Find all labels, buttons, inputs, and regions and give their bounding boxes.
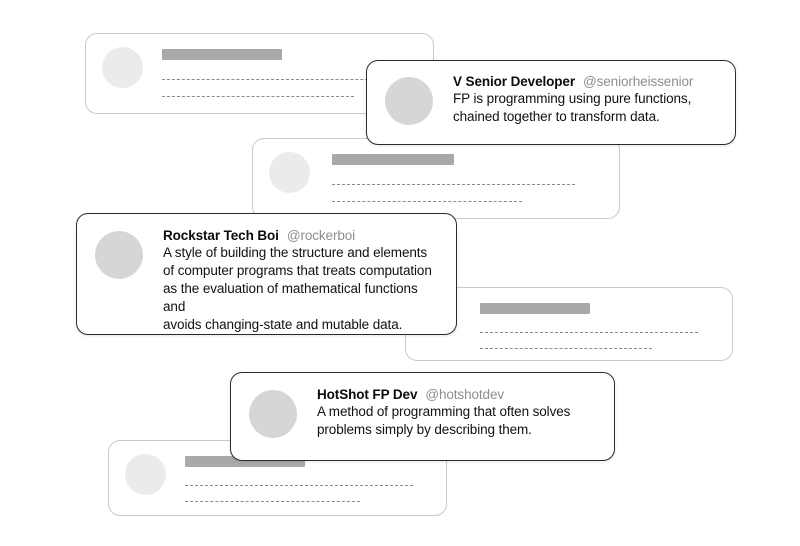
display-name: V Senior Developer (453, 74, 575, 89)
tweet-header: V Senior Developer @seniorheissenior (453, 74, 717, 89)
text-placeholder-line-1 (332, 184, 575, 185)
tweet-text: A style of building the structure and el… (163, 245, 432, 332)
tweet-body: V Senior Developer @seniorheissenior FP … (453, 74, 717, 126)
display-name: Rockstar Tech Boi (163, 228, 279, 243)
avatar (125, 454, 166, 495)
user-handle[interactable]: @seniorheissenior (583, 74, 694, 89)
avatar (249, 390, 297, 438)
name-placeholder-bar (162, 49, 282, 60)
user-handle[interactable]: @rockerboi (286, 228, 356, 243)
user-handle[interactable]: @hotshotdev (425, 387, 505, 402)
display-name: HotShot FP Dev (317, 387, 418, 402)
placeholder-card-mid-upper[interactable] (252, 138, 620, 219)
text-placeholder-line-2 (332, 201, 522, 202)
text-placeholder-line-1 (162, 79, 408, 80)
tweet-card-hotshot-fp-dev[interactable]: HotShot FP Dev @hotshotdev A method of p… (230, 372, 615, 461)
text-placeholder-line-2 (185, 501, 360, 502)
tweet-header: HotShot FP Dev @hotshotdev (317, 387, 596, 402)
tweet-text: A method of programming that often solve… (317, 404, 571, 437)
placeholder-body (185, 454, 430, 502)
name-placeholder-bar (332, 154, 454, 165)
name-placeholder-bar (185, 456, 305, 467)
name-placeholder-bar (480, 303, 590, 314)
tweet-text: FP is programming using pure functions, … (453, 91, 692, 124)
tweet-card-rockstar-tech-boi[interactable]: Rockstar Tech Boi @rockerboi A style of … (76, 213, 457, 335)
tweet-body: Rockstar Tech Boi @rockerboi A style of … (163, 228, 438, 334)
placeholder-body (162, 47, 417, 97)
placeholder-body (332, 152, 603, 202)
tweet-header: Rockstar Tech Boi @rockerboi (163, 228, 438, 243)
text-placeholder-line-2 (480, 348, 652, 349)
avatar (385, 77, 433, 125)
avatar (102, 47, 143, 88)
text-placeholder-line-1 (480, 332, 698, 333)
text-placeholder-line-1 (185, 485, 413, 486)
placeholder-body (480, 301, 716, 349)
text-placeholder-line-2 (162, 96, 354, 97)
avatar (95, 231, 143, 279)
tweet-body: HotShot FP Dev @hotshotdev A method of p… (317, 387, 596, 439)
avatar (269, 152, 310, 193)
tweet-card-senior-developer[interactable]: V Senior Developer @seniorheissenior FP … (366, 60, 736, 145)
